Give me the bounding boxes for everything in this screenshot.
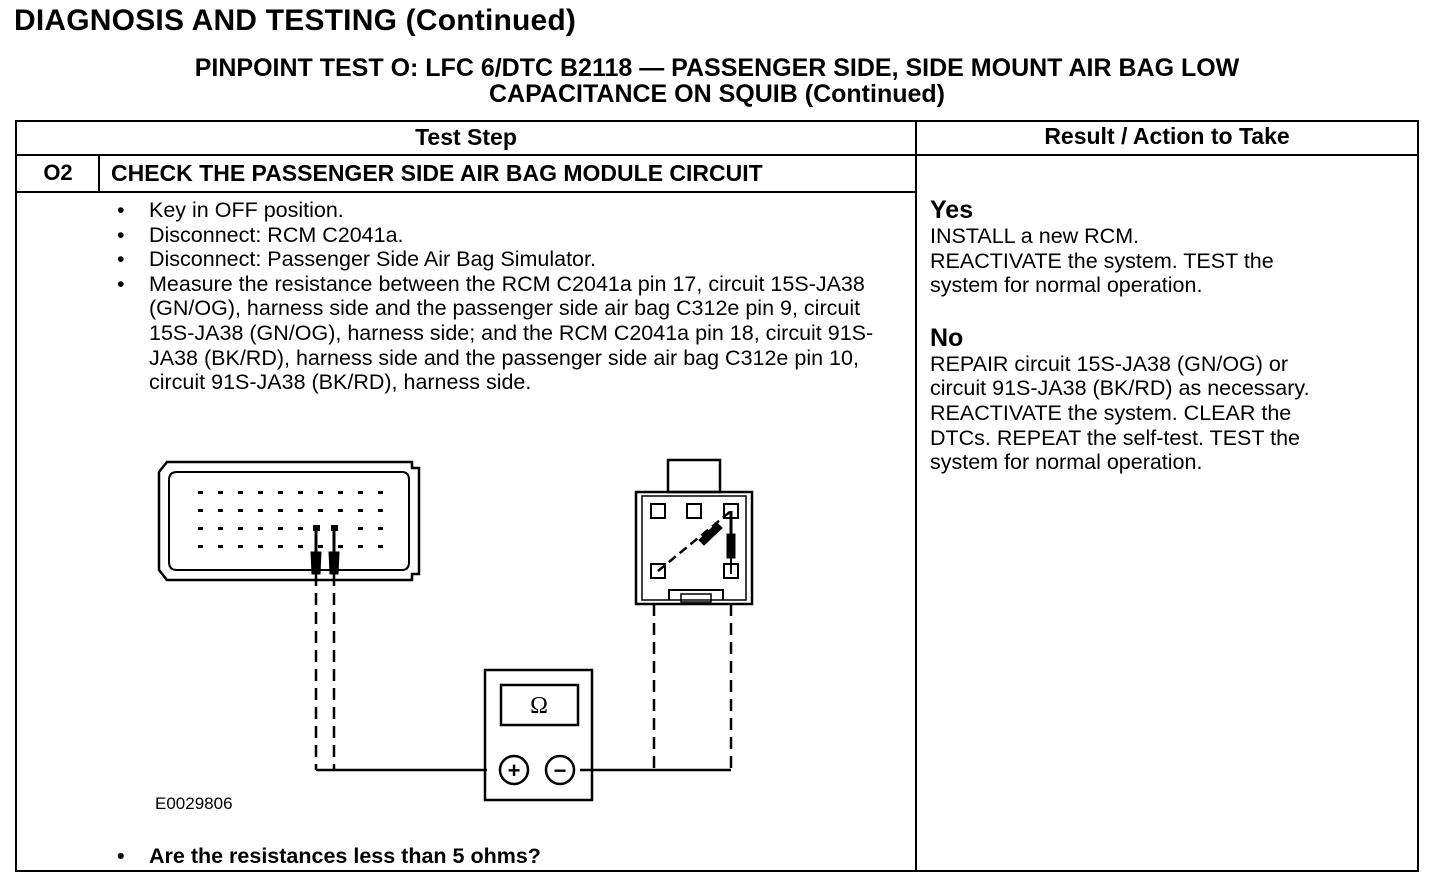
header-result: Result / Action to Take xyxy=(1044,123,1290,149)
rcm-connector-drawing xyxy=(157,460,421,582)
result-no-line: REPAIR circuit 15S-JA38 (GN/OG) or xyxy=(930,351,1289,376)
step-action-list: • Key in OFF position. • Disconnect: RCM C… xyxy=(117,198,897,395)
action-text: Measure the resistance between the RCM C… xyxy=(149,271,874,395)
test-table: Test Step Result / Action to Take O2 CHE… xyxy=(15,120,1419,872)
result-yes-line: REACTIVATE the system. TEST the xyxy=(930,248,1274,273)
pinpoint-test-title-line2: CAPACITANCE ON SQUIB (Continued) xyxy=(489,80,945,108)
header-divider xyxy=(17,154,1417,156)
bullet: • xyxy=(117,271,125,296)
result-no-line: DTCs. REPEAT the self-test. TEST the xyxy=(930,425,1301,450)
action-text: Disconnect: RCM C2041a. xyxy=(149,222,404,247)
result-no-label: No xyxy=(930,323,964,352)
rcm-test-probes xyxy=(310,531,487,772)
ohm-symbol: Ω xyxy=(530,693,548,719)
list-item: • Measure the resistance between the RCM … xyxy=(117,272,897,395)
result-yes-line: system for normal operation. xyxy=(930,273,1203,298)
question-text: Are the resistances less than 5 ohms? xyxy=(149,844,541,868)
pinpoint-test-title-line1: PINPOINT TEST O: LFC 6/DTC B2118 — PASSE… xyxy=(194,54,1240,82)
air-bag-test-probes xyxy=(580,510,736,772)
result-yes-line: INSTALL a new RCM. xyxy=(930,224,1140,248)
result-no-line: REACTIVATE the system. CLEAR the xyxy=(930,400,1292,425)
minus-terminal-symbol: − xyxy=(554,758,567,783)
pinpoint-test-title: PINPOINT TEST O: LFC 6/DTC B2118 — PASSE… xyxy=(14,55,1420,107)
column-divider xyxy=(915,122,917,870)
bullet: • xyxy=(117,844,125,868)
step-question: • Are the resistances less than 5 ohms? xyxy=(117,844,541,869)
ohmmeter-drawing xyxy=(483,668,594,802)
result-column: Yes INSTALL a new RCM. REACTIVATE the sy… xyxy=(930,196,1400,475)
step-title-divider xyxy=(17,191,915,193)
result-no-line: system for normal operation. xyxy=(930,450,1203,475)
figure-id: E0029806 xyxy=(155,794,233,813)
step-number: O2 xyxy=(43,160,73,185)
page-title: DIAGNOSIS AND TESTING (Continued) xyxy=(14,4,577,37)
list-item: • Disconnect: RCM C2041a. xyxy=(117,223,897,248)
list-item: • Disconnect: Passenger Side Air Bag Simu… xyxy=(117,247,897,272)
header-test-step: Test Step xyxy=(415,124,517,150)
rcm-connector-pins xyxy=(198,491,383,548)
bullet: • xyxy=(117,247,125,272)
action-text: Disconnect: Passenger Side Air Bag Simul… xyxy=(149,247,596,272)
bullet: • xyxy=(117,222,125,247)
action-text: Key in OFF position. xyxy=(149,198,344,222)
air-bag-connector-drawing xyxy=(634,458,754,606)
wiring-diagram: Ω + − xyxy=(157,458,754,802)
result-yes-label: Yes xyxy=(930,196,974,224)
step-title: CHECK THE PASSENGER SIDE AIR BAG MODULE … xyxy=(111,160,763,186)
bullet: • xyxy=(117,198,125,222)
step-number-divider xyxy=(98,155,100,191)
result-no-line: circuit 91S-JA38 (BK/RD) as necessary. xyxy=(930,376,1310,401)
plus-terminal-symbol: + xyxy=(508,758,521,783)
list-item: • Key in OFF position. xyxy=(117,198,897,223)
